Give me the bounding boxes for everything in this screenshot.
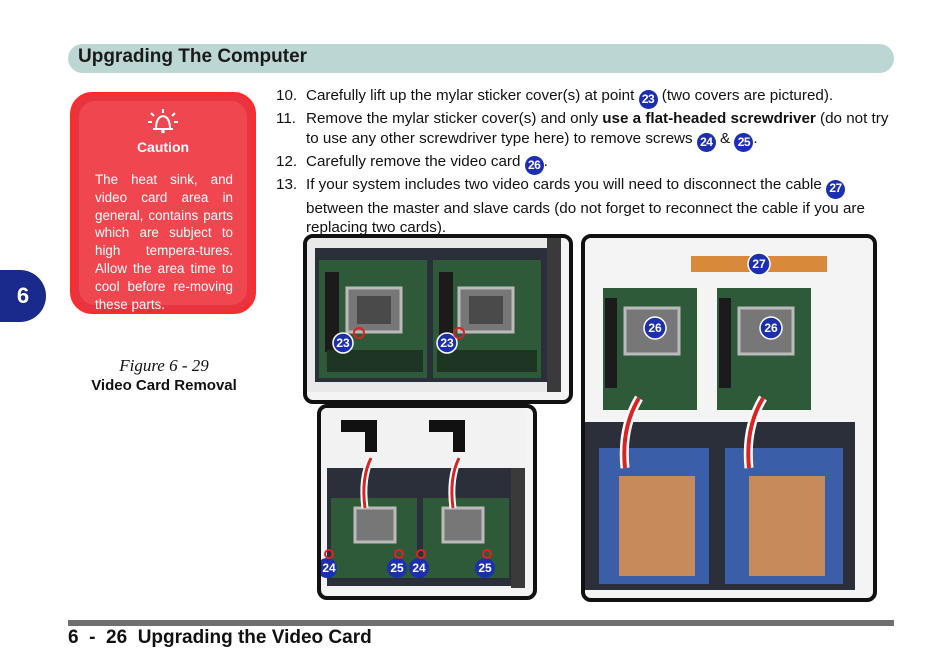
step-text-segment: Carefully lift up the mylar sticker cove… <box>306 87 639 104</box>
footer-bar <box>68 620 894 626</box>
label-24-a: 24 <box>322 561 336 575</box>
callout-badge: 23 <box>638 90 658 110</box>
caution-box: Caution The heat sink, and video card ar… <box>70 92 256 314</box>
emphasis-text: use a flat-headed screwdriver <box>602 110 816 128</box>
step-item: 10. Carefully lift up the mylar sticker c… <box>276 86 896 110</box>
step-item: 11. Remove the mylar sticker cover(s) and… <box>276 109 896 152</box>
step-number: 10. <box>276 87 298 104</box>
step-text: Carefully remove the video card 26. <box>306 152 896 176</box>
label-26-b: 26 <box>764 321 778 335</box>
chapter-tab[interactable]: 6 <box>0 270 46 322</box>
header-bar <box>68 44 894 73</box>
step-text: Carefully lift up the mylar sticker cove… <box>306 86 896 110</box>
figure-caption: Video Card Removal <box>91 377 237 394</box>
step-text: Remove the mylar sticker cover(s) and on… <box>306 109 896 152</box>
caution-label: Caution <box>136 139 190 155</box>
step-text-segment: Remove the mylar sticker cover(s) and on… <box>306 110 603 128</box>
label-25-b: 25 <box>478 561 492 575</box>
label-24-b: 24 <box>412 561 426 575</box>
step-text-segment: (two covers are pictured). <box>657 87 834 104</box>
photo-bottom-left: 24 25 24 25 <box>317 404 537 600</box>
footer-page-label: 6 - 26 Upgrading the Video Card <box>68 627 372 648</box>
label-23-b: 23 <box>440 336 454 350</box>
page-header-title: Upgrading The Computer <box>78 46 308 67</box>
callout-badge: 26 <box>524 156 544 176</box>
step-item: 13. If your system includes two video car… <box>276 175 896 237</box>
figure-number: Figure 6 - 29 <box>119 356 209 375</box>
callout-badge: 24 <box>696 133 716 152</box>
caution-text: The heat sink, and video card area in ge… <box>95 172 233 312</box>
step-text-segment: . <box>753 129 758 147</box>
callout-badge: 27 <box>826 179 846 199</box>
label-27: 27 <box>752 257 766 271</box>
callout-badge: 25 <box>734 133 754 152</box>
step-text-segment: Carefully remove the video card <box>306 153 525 170</box>
step-text-segment: If your system includes two video cards … <box>306 176 827 194</box>
label-23-a: 23 <box>336 336 350 350</box>
step-number: 11. <box>276 110 296 128</box>
label-26-a: 26 <box>648 321 662 335</box>
step-number: 13. <box>276 176 298 194</box>
caution-inner: Caution The heat sink, and video card ar… <box>79 101 247 312</box>
step-text: If your system includes two video cards … <box>306 175 896 237</box>
instruction-steps: 10. Carefully lift up the mylar sticker c… <box>276 86 896 238</box>
chapter-number: 6 <box>16 283 30 308</box>
step-item: 12. Carefully remove the video card 26. <box>276 152 896 176</box>
step-text-segment: between the master and slave cards (do n… <box>306 199 865 237</box>
photo-top-left: 23 23 <box>303 234 573 404</box>
caution-bell-icon <box>79 107 247 142</box>
step-text-segment: (do not try to use any other screwdriver… <box>306 110 889 147</box>
step-text-segment: . <box>543 153 548 170</box>
photo-right: 27 26 26 <box>581 234 877 602</box>
step-number: 12. <box>276 153 298 170</box>
label-25-a: 25 <box>390 561 404 575</box>
step-text-segment: & <box>715 129 735 147</box>
